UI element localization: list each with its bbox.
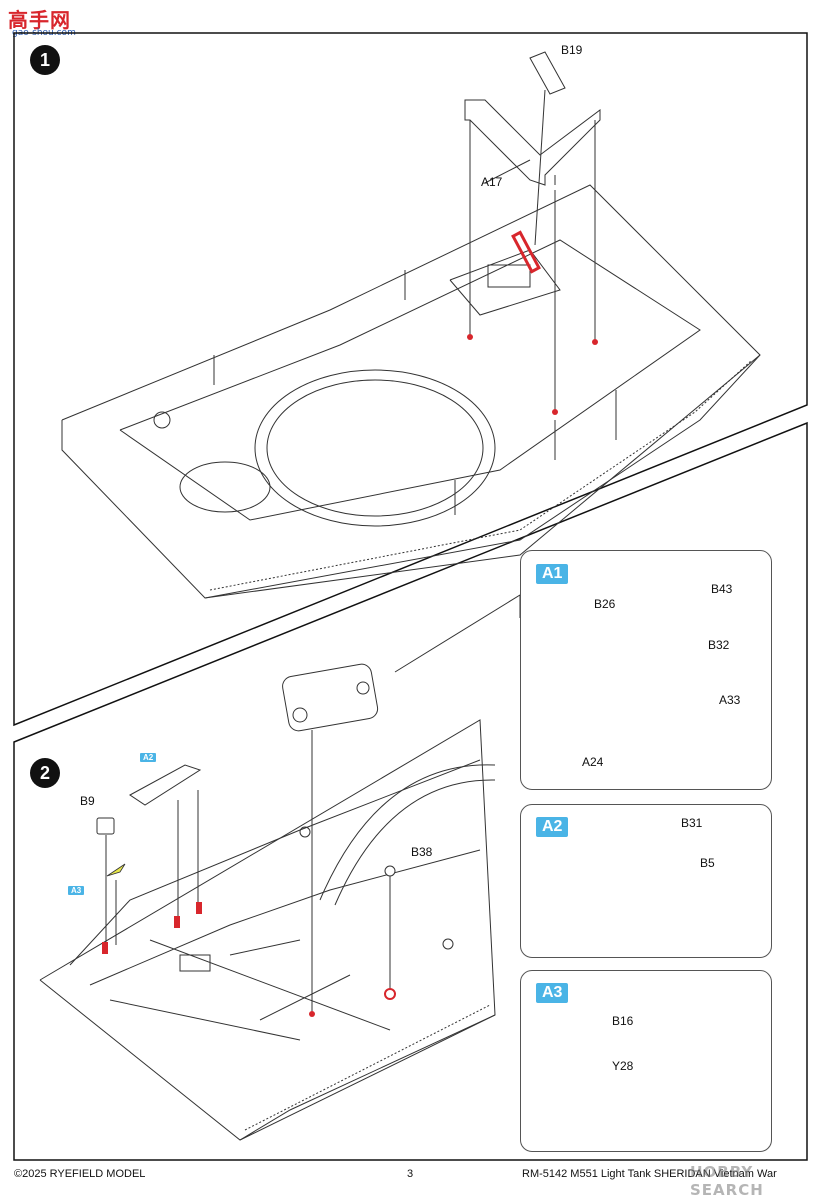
part-assembly-a2 <box>129 764 202 806</box>
callout-b32: B32 <box>708 638 730 652</box>
footer-page-number: 3 <box>407 1168 414 1180</box>
red-highlight-part <box>511 230 541 274</box>
part-assembly-a1 <box>282 663 379 732</box>
step2-red-marks <box>102 902 396 1017</box>
detail-a3-tag: A3 <box>536 983 569 1003</box>
detail-pointer <box>394 594 521 673</box>
mini-tag-a3: A3 <box>68 886 85 895</box>
part-b19 <box>529 51 566 95</box>
callout-b5: B5 <box>700 856 715 870</box>
step-1-badge: 1 <box>30 45 60 75</box>
step2-guides <box>105 730 391 1012</box>
step2-hull <box>39 719 496 1141</box>
callout-a33: A33 <box>719 693 741 707</box>
step-2-badge: 2 <box>30 758 60 788</box>
part-a17 <box>464 99 601 186</box>
footer-product: RM-5142 M551 Light Tank SHERIDAN Vietnam… <box>522 1168 777 1180</box>
callout-b9: B9 <box>80 794 95 808</box>
mini-tag-a2: A2 <box>140 753 157 762</box>
step1-guides <box>469 89 596 410</box>
step2-panel <box>13 421 808 1161</box>
detail-a2-tag: A2 <box>536 817 569 837</box>
footer-copyright: ©2025 RYEFIELD MODEL <box>14 1168 146 1180</box>
detail-a1-tag: A1 <box>536 564 569 584</box>
step1-hull <box>61 184 761 599</box>
step1-panel <box>13 32 808 727</box>
part-assembly-a3 <box>106 863 126 877</box>
hobby-search-stamp: HOBBY SEARCH <box>690 1163 764 1199</box>
callout-b26: B26 <box>594 597 616 611</box>
callout-b43: B43 <box>711 582 733 596</box>
part-b38 <box>384 865 396 877</box>
callout-a17: A17 <box>481 175 503 189</box>
callout-a24: A24 <box>582 755 604 769</box>
watermark-logo: 高手网 <box>8 8 71 32</box>
callout-b16: B16 <box>612 1014 634 1028</box>
callout-y28: Y28 <box>612 1059 634 1073</box>
part-b9 <box>96 817 115 835</box>
callout-b19: B19 <box>561 43 583 57</box>
step1-red-marks <box>467 334 598 415</box>
detail-a1-box <box>520 550 772 790</box>
callout-b38: B38 <box>411 845 433 859</box>
callout-b31: B31 <box>681 816 703 830</box>
